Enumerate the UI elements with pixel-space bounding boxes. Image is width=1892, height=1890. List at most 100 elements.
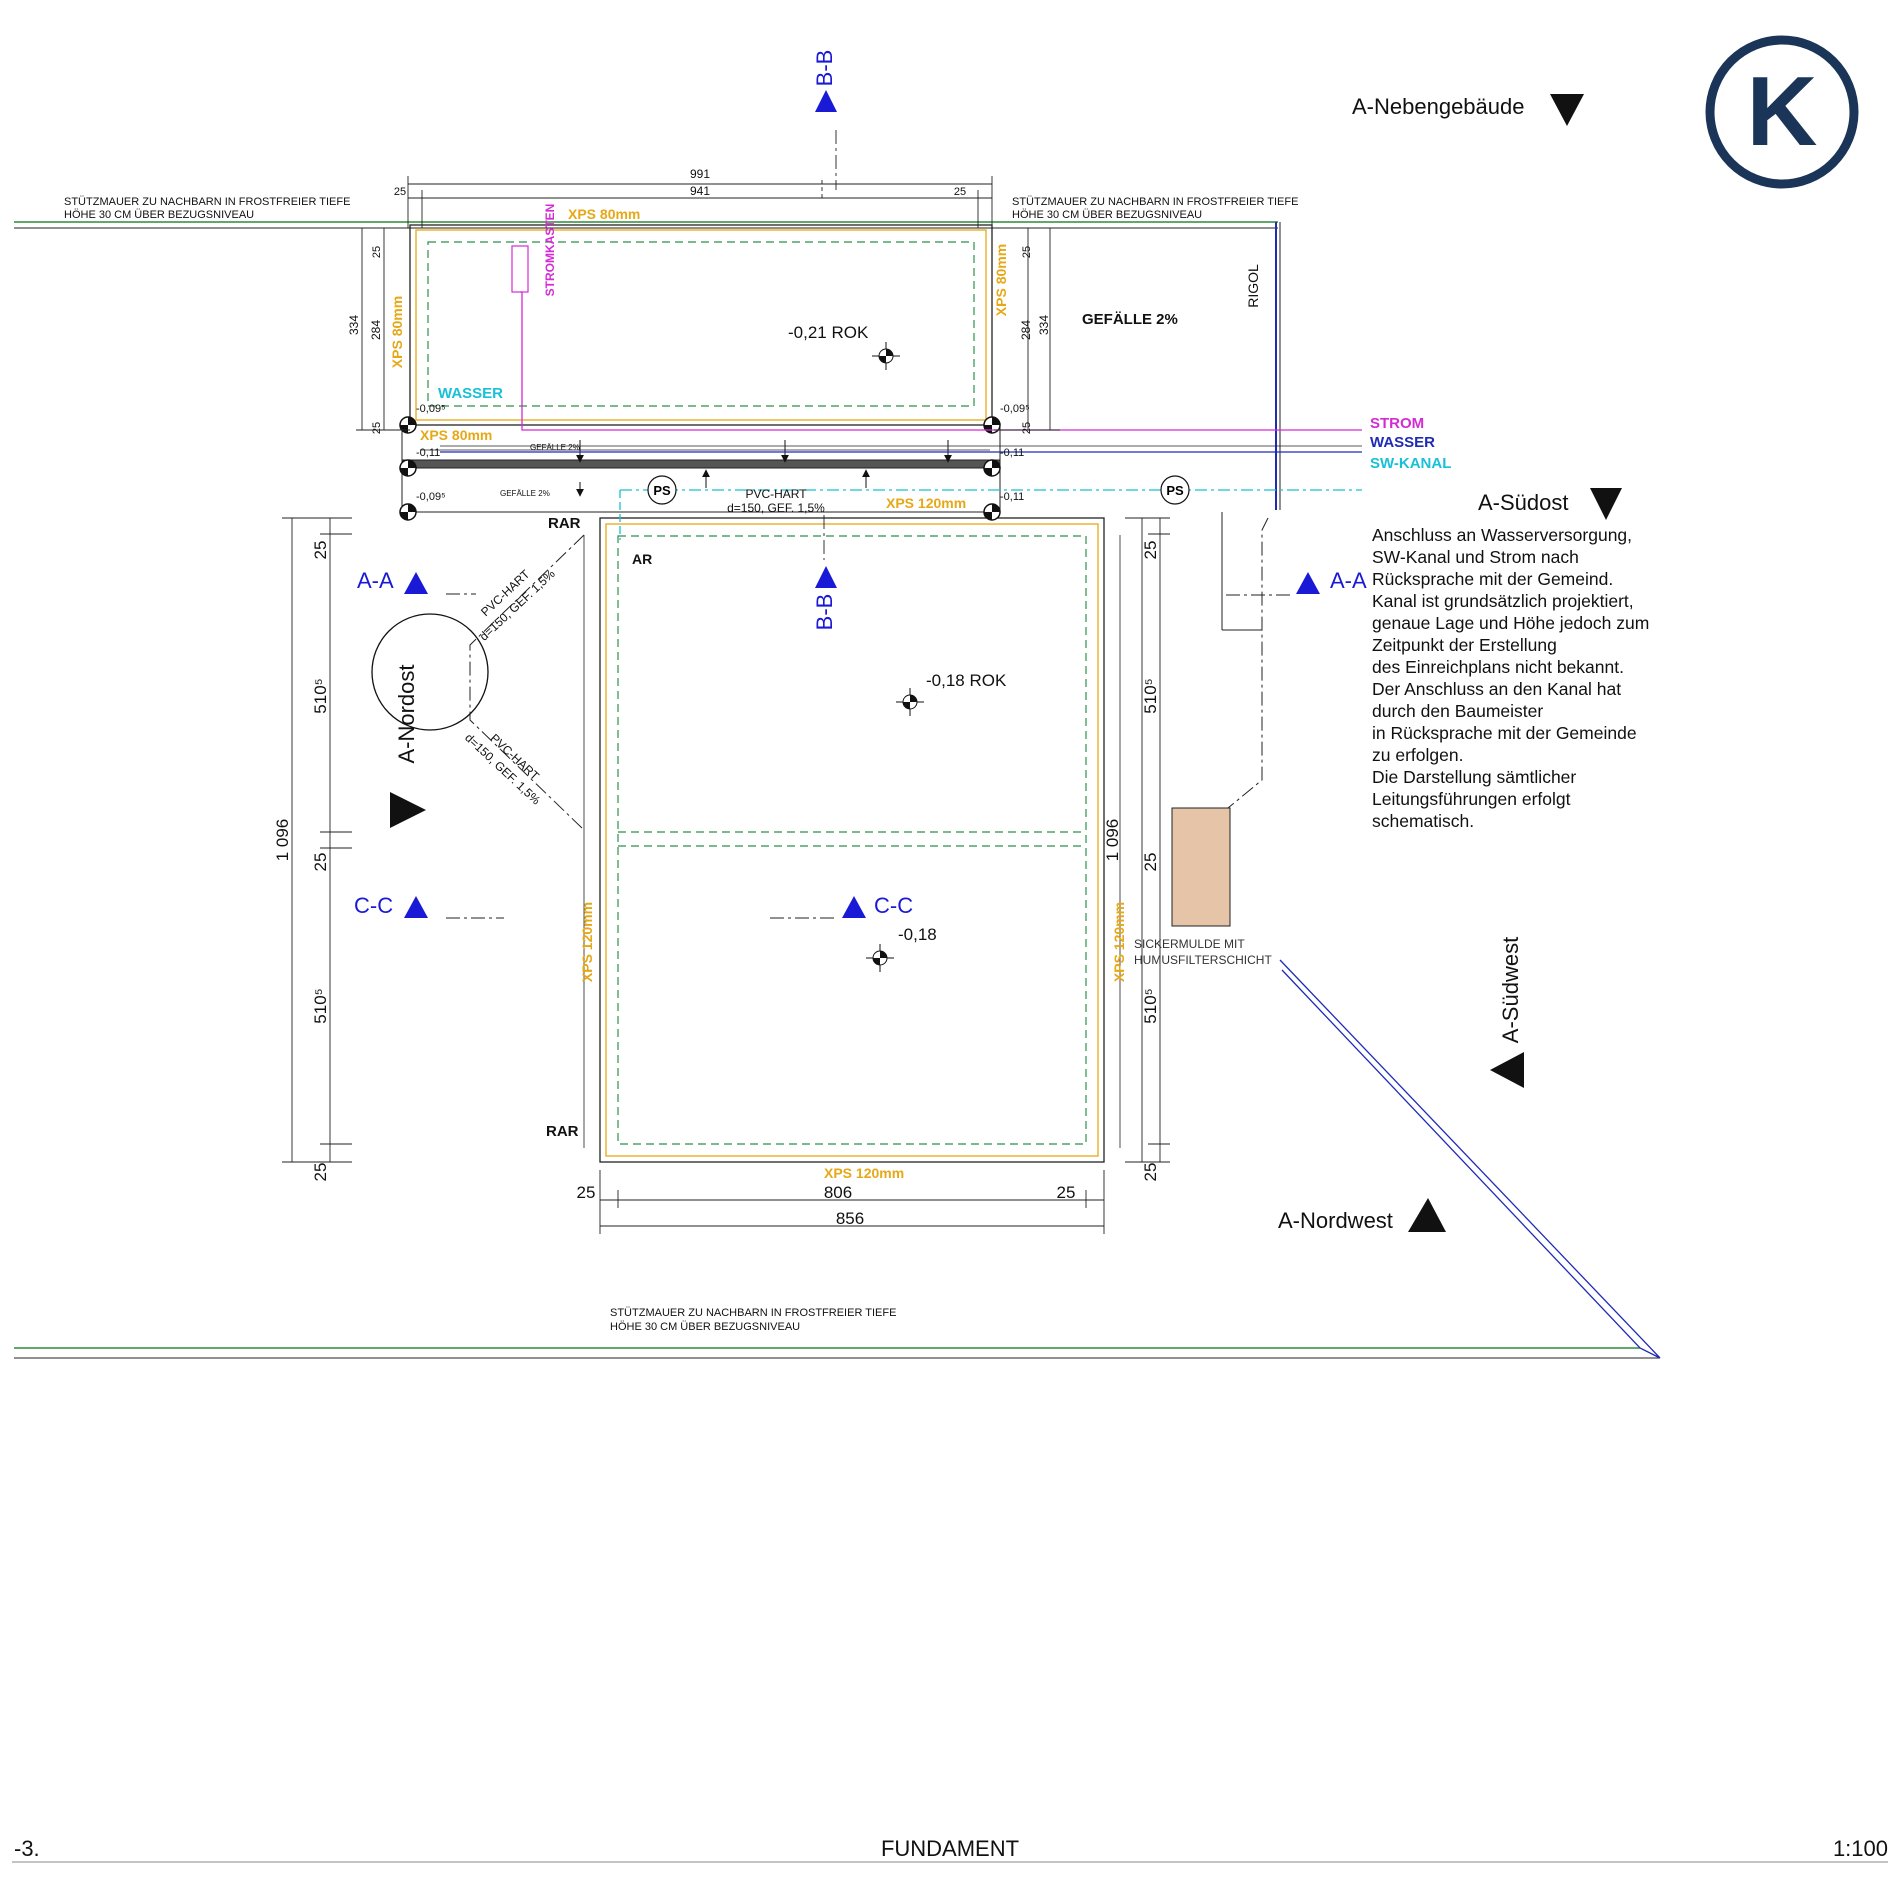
xps-120-bottom: XPS 120mm xyxy=(824,1165,904,1181)
dim-25-left-bottom: 25 xyxy=(371,422,383,434)
ps-label-2: PS xyxy=(1166,483,1184,498)
water-label-plan: WASSER xyxy=(438,385,503,402)
xps-120-left: XPS 120mm xyxy=(579,902,595,982)
section-cc-center: C-C xyxy=(874,893,913,918)
xps-80-top: XPS 80mm xyxy=(568,206,640,222)
retaining-wall-bottom-line2: HÖHE 30 CM ÜBER BEZUGSNIVEAU xyxy=(610,1321,800,1333)
rigol-label: RIGOL xyxy=(1245,264,1261,308)
pvc-label-top-2: d=150, GEF. 1,5% xyxy=(727,501,825,515)
dim-941: 941 xyxy=(690,184,710,198)
note-line: Die Darstellung sämtlicher xyxy=(1372,767,1577,787)
level-markers xyxy=(866,342,924,972)
xps-120-top: XPS 120mm xyxy=(886,495,966,511)
note-line: Anschluss an Wasserversorgung, xyxy=(1372,525,1633,545)
section-bb-center: B-B xyxy=(812,594,837,631)
retaining-wall-left-line2: HÖHE 30 CM ÜBER BEZUGSNIVEAU xyxy=(64,209,254,221)
note-line: Rücksprache mit der Gemeind. xyxy=(1372,569,1614,589)
level-0095-b: -0,09⁵ xyxy=(1000,403,1030,415)
seepage-label-1: SICKERMULDE MIT xyxy=(1134,937,1245,951)
dim-25-right-bottom: 25 xyxy=(1021,422,1033,434)
dim-25-h: 25 xyxy=(1057,1183,1076,1202)
dim-25-a: 25 xyxy=(311,541,330,560)
dim-25-b: 25 xyxy=(311,853,330,872)
dim-25-left-top: 25 xyxy=(371,246,383,258)
dim-284-right: 284 xyxy=(1019,320,1033,340)
note-line: durch den Baumeister xyxy=(1372,701,1544,721)
level-011-c: -0,11 xyxy=(1000,491,1024,503)
water-legend: WASSER xyxy=(1370,434,1435,451)
ar-label: AR xyxy=(632,551,652,567)
dim-25-top-right: 25 xyxy=(954,186,966,198)
level-011-b: -0,11 xyxy=(1000,447,1024,459)
section-cc-left: C-C xyxy=(354,893,393,918)
view-suedost: A-Südost xyxy=(1478,490,1569,515)
note-line: Kanal ist grundsätzlich projektiert, xyxy=(1372,591,1634,611)
section-bb-top: B-B xyxy=(812,50,837,87)
dim-5105-lower-right: 510⁵ xyxy=(1141,988,1160,1023)
view-nebengebaeude: A-Nebengebäude xyxy=(1352,94,1524,119)
dim-25-d: 25 xyxy=(1141,541,1160,560)
dim-25-c: 25 xyxy=(311,1163,330,1182)
note-line: des Einreichplans nicht bekannt. xyxy=(1372,657,1624,677)
dim-25-e: 25 xyxy=(1141,853,1160,872)
upper-foundation xyxy=(401,224,1001,513)
sheet-title: FUNDAMENT xyxy=(881,1836,1019,1861)
xps-80-bottom: XPS 80mm xyxy=(420,427,492,443)
section-markers xyxy=(390,90,1622,1232)
note-line: zu erfolgen. xyxy=(1372,745,1464,765)
view-nordost: A-Nordost xyxy=(394,664,419,763)
dim-25-f: 25 xyxy=(1141,1163,1160,1182)
slope-label-small-1: GEFÄLLE 2% xyxy=(530,443,580,452)
note-line: SW-Kanal und Strom nach xyxy=(1372,547,1579,567)
dim-25-top-left: 25 xyxy=(394,186,406,198)
ps-label-1: PS xyxy=(653,483,671,498)
xps-80-right: XPS 80mm xyxy=(993,244,1009,316)
seepage-label-2: HUMUSFILTERSCHICHT xyxy=(1134,953,1272,967)
dim-284-left: 284 xyxy=(369,320,383,340)
section-aa-right: A-A xyxy=(1330,568,1367,593)
dim-5105-lower-left: 510⁵ xyxy=(311,988,330,1023)
dim-991: 991 xyxy=(690,167,710,181)
sheet-number: -3. xyxy=(14,1836,40,1861)
property-boundary xyxy=(14,221,1661,1359)
grid-corner-markers xyxy=(399,416,1001,521)
sewer-legend: SW-KANAL xyxy=(1370,455,1451,472)
view-nordwest: A-Nordwest xyxy=(1278,1208,1393,1233)
company-logo: K xyxy=(1705,35,1859,189)
view-suedwest: A-Südwest xyxy=(1498,937,1523,1043)
dim-25-right-top: 25 xyxy=(1021,246,1033,258)
dim-334-left: 334 xyxy=(347,315,361,335)
level-018: -0,18 xyxy=(898,925,937,944)
retaining-wall-bottom-line1: STÜTZMAUER ZU NACHBARN IN FROSTFREIER TI… xyxy=(610,1307,896,1319)
dim-5105-upper-left: 510⁵ xyxy=(311,678,330,713)
power-box-label: STROMKASTEN xyxy=(543,204,557,297)
retaining-wall-left-line1: STÜTZMAUER ZU NACHBARN IN FROSTFREIER TI… xyxy=(64,196,350,208)
note-line: Der Anschluss an den Kanal hat xyxy=(1372,679,1622,699)
dim-856: 856 xyxy=(836,1209,864,1228)
slope-label: GEFÄLLE 2% xyxy=(1082,311,1178,328)
dim-1096-left: 1 096 xyxy=(273,819,292,862)
section-aa-left: A-A xyxy=(357,568,394,593)
retaining-wall-right-line1: STÜTZMAUER ZU NACHBARN IN FROSTFREIER TI… xyxy=(1012,196,1298,208)
dim-1096-right: 1 096 xyxy=(1103,819,1122,862)
level-rok-021: -0,21 ROK xyxy=(788,323,869,342)
level-0095-a: -0,09⁵ xyxy=(416,403,446,415)
sheet-scale: 1:100 xyxy=(1833,1836,1888,1861)
note-line: in Rücksprache mit der Gemeinde xyxy=(1372,723,1637,743)
seepage-trough xyxy=(1171,807,1231,927)
level-011-a: -0,11 xyxy=(416,447,440,459)
main-foundation xyxy=(583,517,1121,1163)
level-0095-c: -0,09⁵ xyxy=(416,491,446,503)
logo-letter: K xyxy=(1747,56,1818,166)
dimension-lines xyxy=(282,130,1170,1234)
note-line: Leitungsführungen erfolgt xyxy=(1372,789,1571,809)
slope-label-small-2: GEFÄLLE 2% xyxy=(500,489,550,498)
dim-5105-upper-right: 510⁵ xyxy=(1141,678,1160,713)
retaining-wall-right-line2: HÖHE 30 CM ÜBER BEZUGSNIVEAU xyxy=(1012,209,1202,221)
note-line: schematisch. xyxy=(1372,811,1475,831)
note-line: Zeitpunkt der Erstellung xyxy=(1372,635,1557,655)
rar-label-top: RAR xyxy=(548,515,581,532)
level-rok-018: -0,18 ROK xyxy=(926,671,1007,690)
pvc-label-top-1: PVC-HART xyxy=(745,487,807,501)
